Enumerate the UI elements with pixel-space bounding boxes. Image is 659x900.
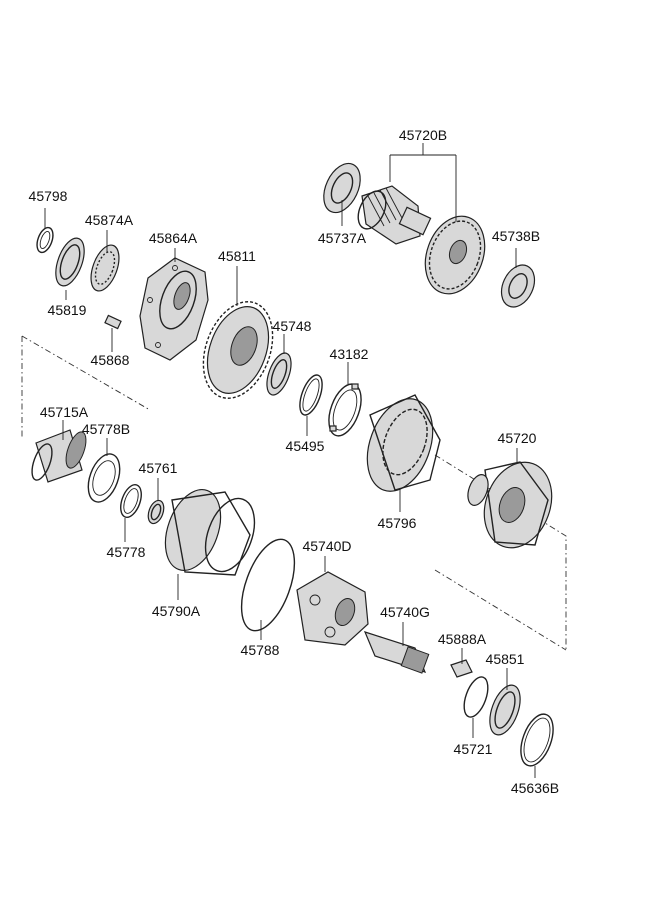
label-43182: 43182 bbox=[330, 346, 369, 362]
bearing-45851 bbox=[489, 684, 521, 736]
label-45740G: 45740G bbox=[380, 604, 430, 620]
thrust-washer-45778B bbox=[87, 453, 121, 503]
clutch-drum-45796 bbox=[366, 394, 441, 492]
case-cover-45864A bbox=[139, 257, 209, 361]
retainer-plate-43182 bbox=[328, 383, 362, 437]
bushing-45715A bbox=[31, 429, 87, 483]
label-45721: 45721 bbox=[454, 741, 493, 757]
label-45864A: 45864A bbox=[149, 230, 198, 246]
driven-gear-45720B bbox=[424, 215, 486, 295]
snap-ring-45636B bbox=[520, 713, 554, 767]
label-45851: 45851 bbox=[486, 651, 525, 667]
snap-ring-45495 bbox=[299, 374, 323, 416]
ring-45798 bbox=[36, 226, 54, 254]
bearing-45738B bbox=[500, 264, 536, 308]
ring-gear-45790A bbox=[164, 489, 256, 576]
ring-45721 bbox=[463, 676, 489, 718]
pin-45888A bbox=[450, 659, 473, 678]
label-45738B: 45738B bbox=[492, 228, 540, 244]
label-45715A: 45715A bbox=[40, 404, 89, 420]
label-45868: 45868 bbox=[91, 352, 130, 368]
label-45796: 45796 bbox=[378, 515, 417, 531]
bearing-45819 bbox=[55, 237, 85, 287]
label-45495: 45495 bbox=[286, 438, 325, 454]
label-45790A: 45790A bbox=[152, 603, 201, 619]
differential-45720 bbox=[467, 461, 553, 549]
assembly-outline-left bbox=[21, 335, 151, 438]
label-45761: 45761 bbox=[139, 460, 178, 476]
snap-ring-45788 bbox=[240, 538, 296, 632]
label-45798: 45798 bbox=[29, 188, 68, 204]
planet-carrier-45740D bbox=[296, 571, 369, 646]
label-45748: 45748 bbox=[273, 318, 312, 334]
assembly-outline-right bbox=[434, 454, 567, 651]
bearing-45737A bbox=[323, 162, 361, 214]
label-45720B: 45720B bbox=[399, 127, 447, 143]
gear-45811 bbox=[202, 301, 274, 399]
label-45811: 45811 bbox=[218, 248, 256, 264]
bearing-45761 bbox=[147, 499, 165, 525]
label-45888A: 45888A bbox=[438, 631, 487, 647]
label-45737A: 45737A bbox=[318, 230, 367, 246]
label-45778B: 45778B bbox=[82, 421, 130, 437]
label-45819: 45819 bbox=[48, 302, 87, 318]
bolt-45868 bbox=[104, 314, 122, 330]
label-45778: 45778 bbox=[107, 544, 146, 560]
label-45874A: 45874A bbox=[85, 212, 134, 228]
label-45720: 45720 bbox=[498, 430, 537, 446]
label-45788: 45788 bbox=[241, 642, 280, 658]
bearing-45874A bbox=[90, 244, 120, 292]
output-shaft-45740G bbox=[363, 631, 430, 674]
leader-45720B bbox=[389, 143, 457, 222]
thrust-bearing-45748 bbox=[266, 352, 292, 396]
label-45636B: 45636B bbox=[511, 780, 559, 796]
pinion-shaft-45720B bbox=[357, 185, 432, 245]
label-45740D: 45740D bbox=[302, 538, 351, 554]
thrust-washer-45778 bbox=[120, 484, 142, 518]
